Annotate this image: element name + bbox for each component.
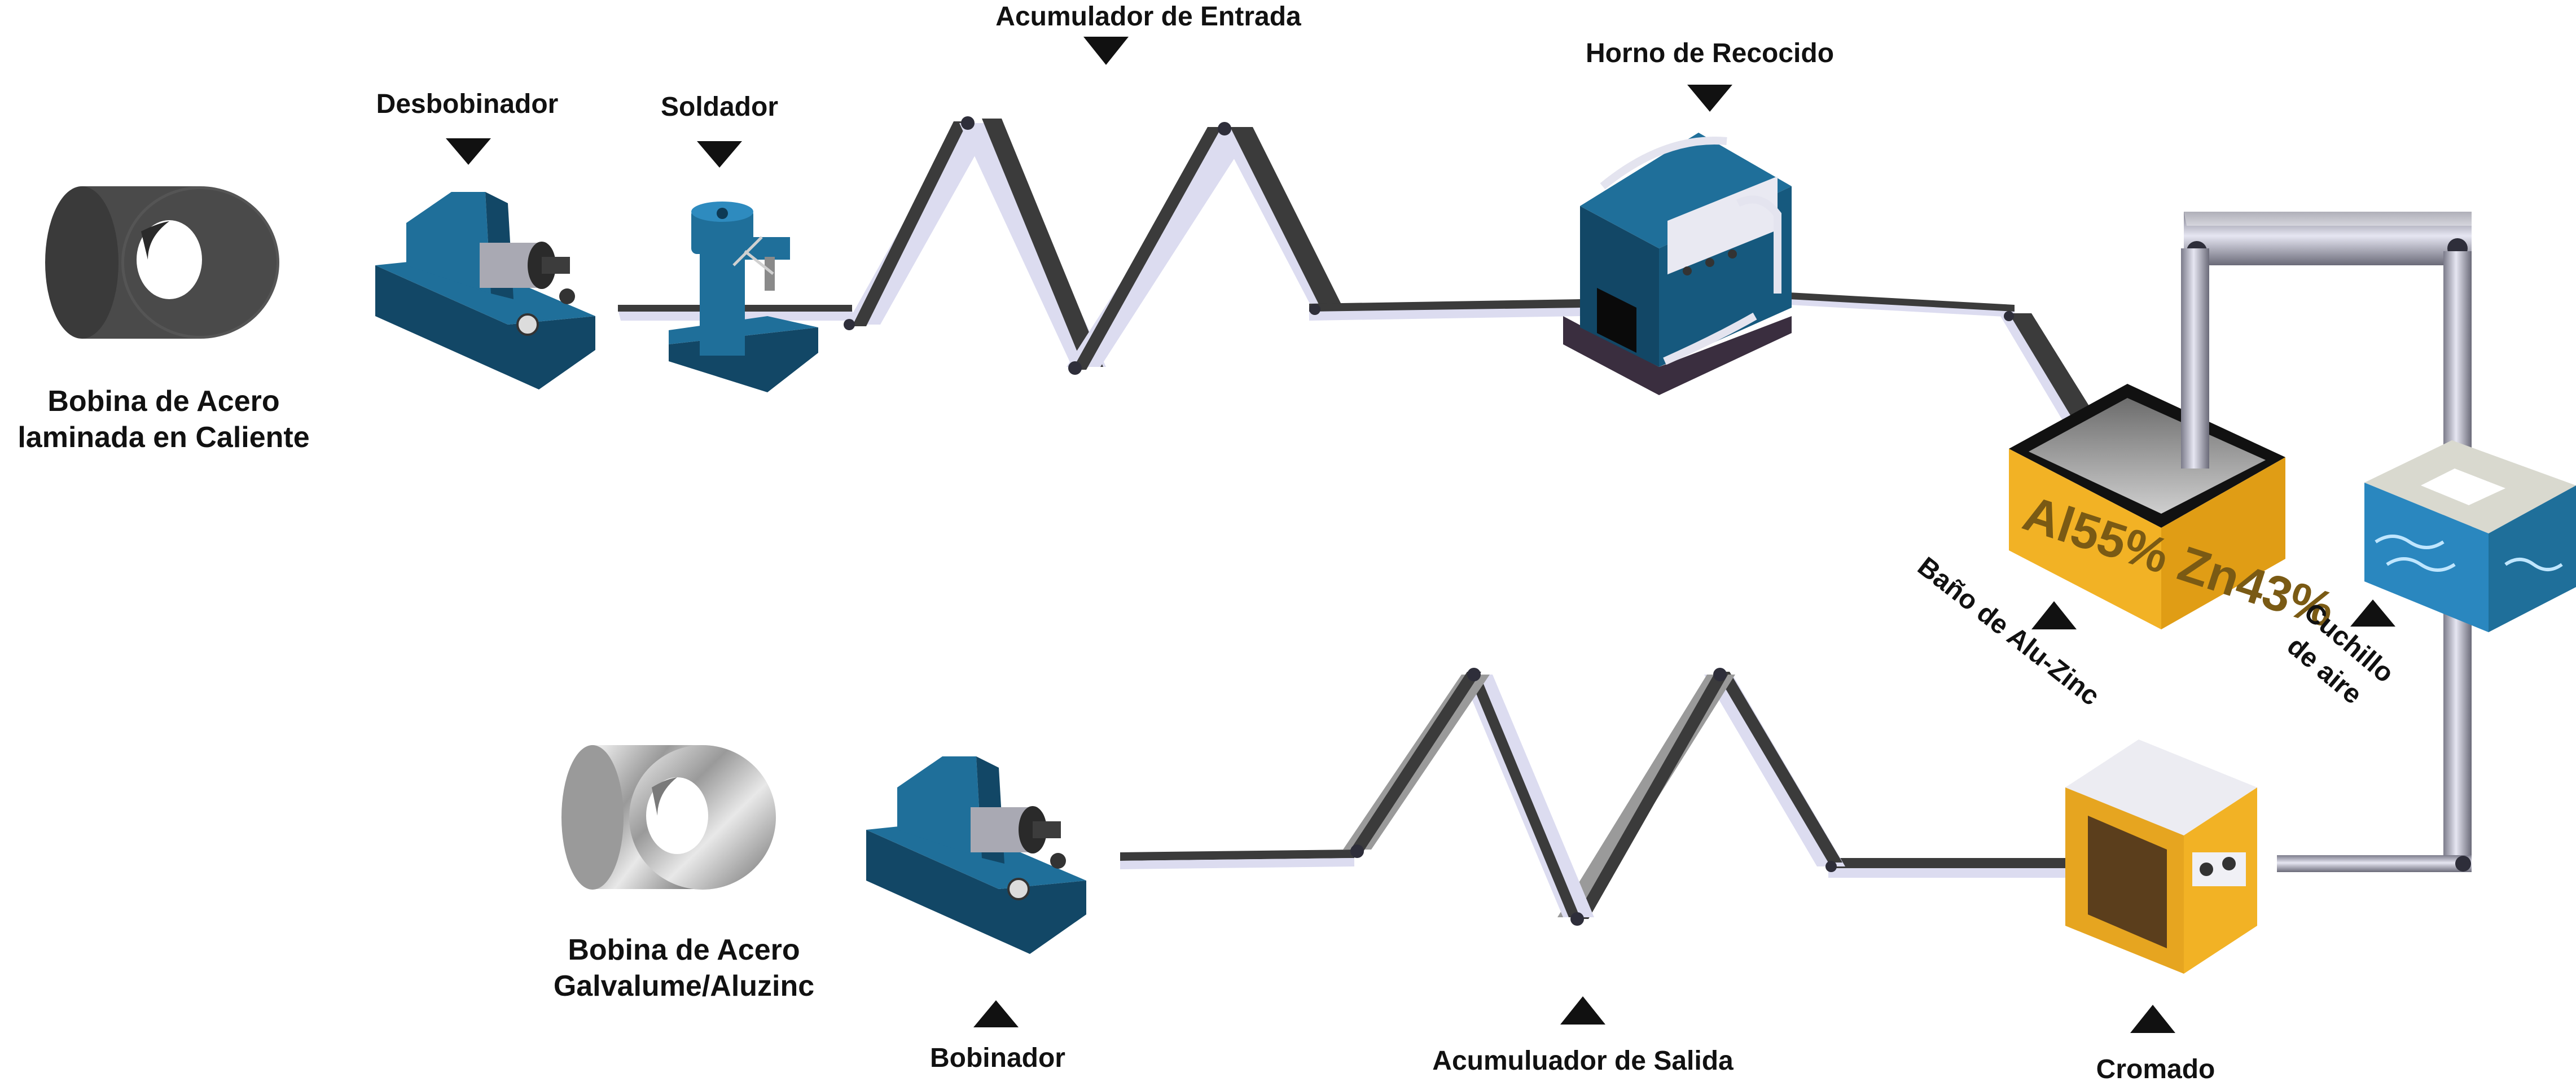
coiler-marker-icon [973,1000,1019,1027]
coil-out-label-line2: Galvalume/Aluzinc [554,970,814,1003]
galvalume-coil [561,745,776,890]
furnace-marker-icon [1687,85,1732,112]
coil-out-label-line1: Bobina de Acero [568,934,800,966]
chromate-marker-icon [2130,1005,2175,1033]
uncoiler-label: Desbobinador [376,89,559,119]
air-knife-marker-icon [2350,599,2395,627]
chromate-label: Cromado [2096,1054,2215,1084]
welder-machine [669,202,818,392]
uncoiler-machine [375,192,595,389]
welder-label: Soldador [661,92,778,122]
alu-zinc-bath [2009,248,2285,629]
coiler-label: Bobinador [930,1043,1065,1073]
exit-accumulator-label: Acumuluador de Salida [1432,1046,1734,1076]
exit-accumulator-marker-icon [1560,996,1605,1025]
coiler-machine [866,756,1086,954]
furnace-label: Horno de Recocido [1586,38,1834,68]
welder-marker-icon [697,141,742,168]
entry-accumulator-marker-icon [1083,37,1129,65]
hot-rolled-coil [45,186,279,339]
bath-marker-icon [2031,601,2077,629]
coil-in-label-line1: Bobina de Acero [47,385,279,418]
entry-accumulator-label: Acumulador de Entrada [995,2,1301,32]
chromate-unit [2065,739,2257,974]
uncoiler-marker-icon [446,138,491,165]
air-knife [2364,440,2576,632]
coil-in-label-line2: laminada en Caliente [17,421,309,454]
annealing-furnace [1563,133,1792,395]
strip-upper [618,116,2125,463]
strip-lower [1120,668,2065,926]
